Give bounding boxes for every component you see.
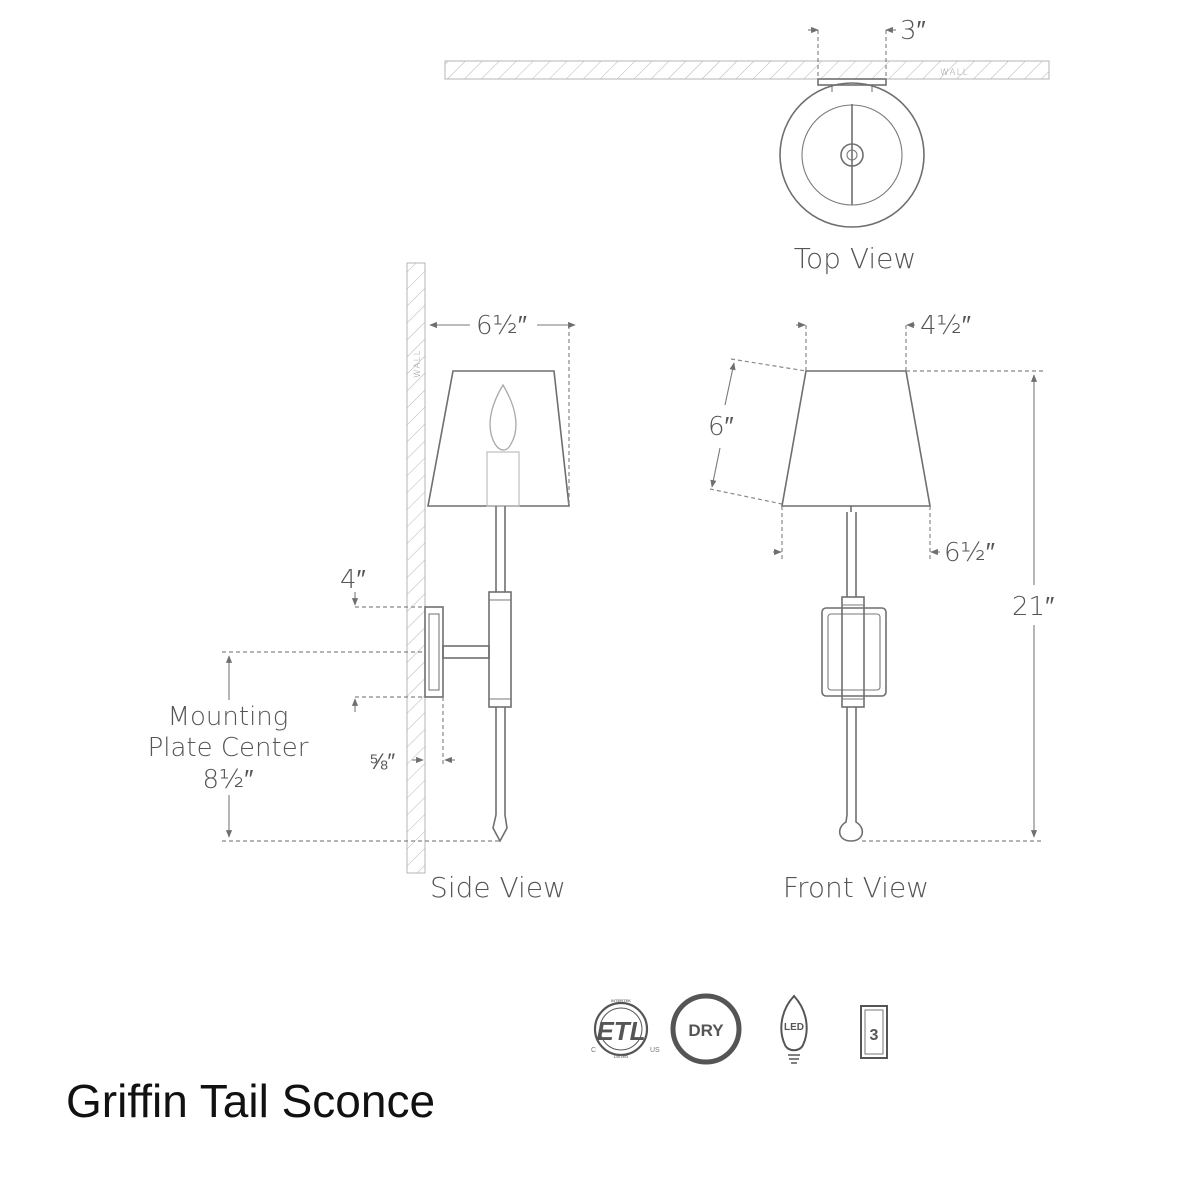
top-view: WALL 3″ Top View (444, 16, 1050, 275)
wall-side (406, 262, 426, 874)
wall-label-side: WALL (413, 349, 423, 378)
dim-shade-height: 6″ (708, 412, 734, 442)
front-view: 4½″ 6½″ 6″ 21″ Front View (708, 311, 1054, 904)
wall-label-top: WALL (940, 68, 969, 78)
dim-plate-thickness: ⅝″ (369, 750, 395, 775)
dim-shade-projection: 6½″ (476, 311, 527, 341)
wall-top (444, 60, 1050, 80)
svg-text:ETL: ETL (596, 1016, 645, 1046)
body-side (488, 591, 512, 708)
bulb-side (489, 383, 517, 451)
svg-text:US: US (650, 1047, 660, 1054)
tail-tip-side (492, 814, 508, 843)
dim-shade-bottom-width: 6½″ (944, 538, 995, 568)
dry-rated-icon: DRY (670, 993, 742, 1065)
mounting-label-line1: Mounting (168, 702, 289, 732)
svg-text:LED: LED (784, 1022, 804, 1033)
svg-text:DRY: DRY (688, 1021, 724, 1040)
product-title: Griffin Tail Sconce (66, 1075, 436, 1127)
body-front (841, 596, 865, 708)
mounting-value: 8½″ (203, 765, 254, 795)
dim-backplate-depth: 3″ (900, 16, 926, 46)
dim-plate-height: 4″ (340, 565, 366, 595)
svg-text:INTERTEK: INTERTEK (611, 998, 631, 1003)
arm-side (442, 645, 490, 659)
switch-3-icon: 3 (860, 1005, 888, 1059)
svg-text:3: 3 (870, 1027, 879, 1044)
etl-listed-icon: ETL INTERTEK LISTED C US (591, 998, 660, 1059)
loop-handle-front (821, 607, 887, 697)
certifications: ETL INTERTEK LISTED C US DRY LED 3 (591, 993, 888, 1065)
svg-text:C: C (591, 1047, 596, 1054)
backplate-top (817, 78, 887, 86)
shade-outer-top (779, 82, 925, 228)
view-label-top: Top View (794, 242, 917, 275)
view-label-side: Side View (430, 871, 566, 904)
shade-side (427, 370, 570, 507)
dim-shade-top-width: 4½″ (920, 311, 971, 341)
tail-tip-front (838, 814, 864, 842)
mounting-label-line2: Plate Center (148, 733, 309, 763)
svg-text:LISTED: LISTED (614, 1054, 628, 1059)
backplate-side (424, 606, 444, 698)
led-bulb-icon: LED (780, 994, 808, 1064)
socket-top (840, 143, 864, 167)
shade-front (781, 370, 931, 507)
side-view: WALL 6½″ 4″ Mounting (148, 262, 576, 904)
candle-side (486, 451, 520, 507)
dim-overall-height: 21″ (1012, 592, 1054, 622)
view-label-front: Front View (783, 871, 929, 904)
